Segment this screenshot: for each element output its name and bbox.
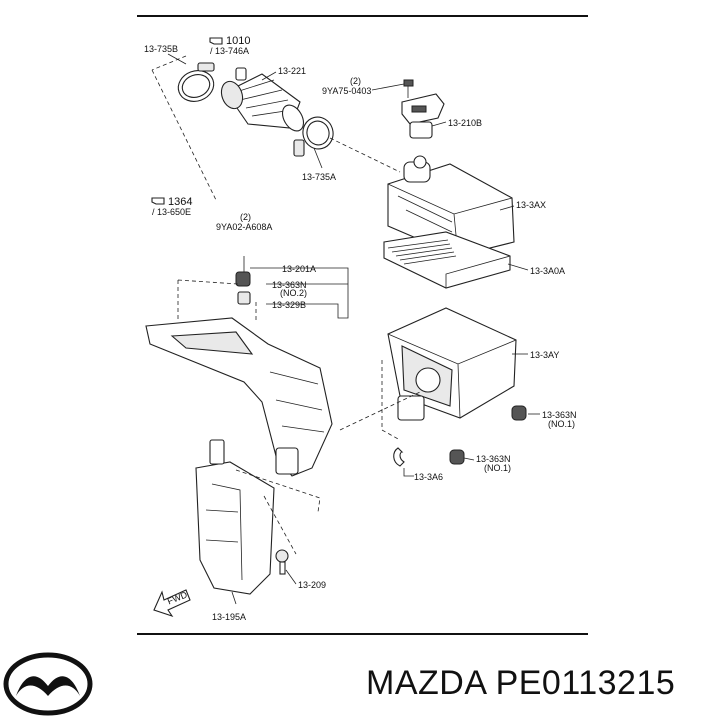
dash-line-clamp	[151, 69, 217, 201]
leader-13-735a	[313, 147, 323, 169]
clamp-13-735b	[177, 62, 215, 102]
bolt-9ya75-0403	[403, 79, 414, 98]
insulator-13-363n-no1-right	[511, 405, 527, 421]
label-13-329b: 13-329B	[272, 300, 306, 310]
clamp-13-735a	[293, 116, 334, 157]
label-13-3a6: 13-3A6	[414, 472, 443, 482]
label-no2: (NO.2)	[280, 288, 307, 298]
dash-line-clamp-2	[151, 55, 187, 71]
cover-13-3ax	[387, 155, 515, 257]
insulator-13-363n-no2	[235, 271, 251, 287]
clip-13-3a6	[393, 447, 405, 467]
label-ref-1010: 1010	[226, 35, 250, 47]
label-ref-1364-sub: / 13-650E	[152, 207, 191, 217]
mazda-logo-icon	[3, 652, 93, 716]
leader-13-201a	[250, 267, 349, 319]
bolt-13-209	[275, 549, 289, 575]
leader-13-3a0a	[507, 263, 529, 271]
pointer-hand-icon-2	[151, 197, 165, 205]
dash-line-resonator	[177, 279, 257, 322]
footer-brand: MAZDA	[366, 664, 486, 702]
label-13-735a: 13-735A	[302, 172, 336, 182]
filter-13-3a0a	[383, 231, 511, 289]
label-ref-1364: 1364	[168, 196, 192, 208]
dash-line-guide	[235, 469, 321, 555]
case-13-3ay	[387, 307, 517, 421]
label-13-363n-right: 13-363N	[542, 410, 577, 420]
label-13-363n-no2: 13-363N	[272, 280, 307, 290]
dash-line-cover	[329, 137, 401, 173]
label-9ya75-0403: 9YA75-0403	[322, 86, 371, 96]
insulator-13-363n-no1-bottom	[449, 449, 465, 465]
sensor-13-210b	[401, 93, 445, 139]
label-9ya02-a608a: 9YA02-A608A	[216, 222, 272, 232]
pointer-hand-icon	[209, 37, 223, 45]
resonator-13-201a	[145, 317, 333, 477]
label-13-221: 13-221	[278, 66, 306, 76]
leader-13-209	[285, 569, 297, 585]
duct-hose-13-221	[220, 67, 305, 132]
label-13-735b: 13-735B	[144, 44, 178, 54]
dash-line-case	[339, 360, 421, 441]
label-no1-bottom: (NO.1)	[484, 463, 511, 473]
label-13-195a: 13-195A	[212, 612, 246, 622]
label-13-201a: 13-201A	[282, 264, 316, 274]
leader-9ya75	[371, 83, 405, 91]
footer-part-number: PE0113215	[495, 664, 676, 702]
leader-13-195a	[231, 591, 237, 605]
label-bolt-qty: (2)	[350, 76, 361, 86]
label-13-3ay: 13-3AY	[530, 350, 559, 360]
label-ref-1010-sub: / 13-746A	[210, 46, 249, 56]
label-13-3ax: 13-3AX	[516, 200, 546, 210]
leader-13-221	[261, 71, 277, 81]
footer-title: MAZDA PE0113215	[366, 664, 675, 703]
leader-13-363n-bottom	[463, 457, 475, 461]
leader-13-3a6	[403, 468, 414, 477]
guide-13-195a	[195, 439, 275, 595]
label-13-210b: 13-210B	[448, 118, 482, 128]
fwd-arrow-icon	[153, 589, 191, 618]
label-screw-qty: (2)	[240, 212, 251, 222]
leader-13-210b	[431, 121, 447, 127]
label-13-363n-bottom: 13-363N	[476, 454, 511, 464]
leader-13-735b	[167, 53, 187, 65]
leader-13-3ax	[499, 205, 515, 211]
label-no1-right: (NO.1)	[548, 419, 575, 429]
insulator-base-13-329b	[237, 256, 251, 305]
label-13-3a0a: 13-3A0A	[530, 266, 565, 276]
label-13-209: 13-209	[298, 580, 326, 590]
